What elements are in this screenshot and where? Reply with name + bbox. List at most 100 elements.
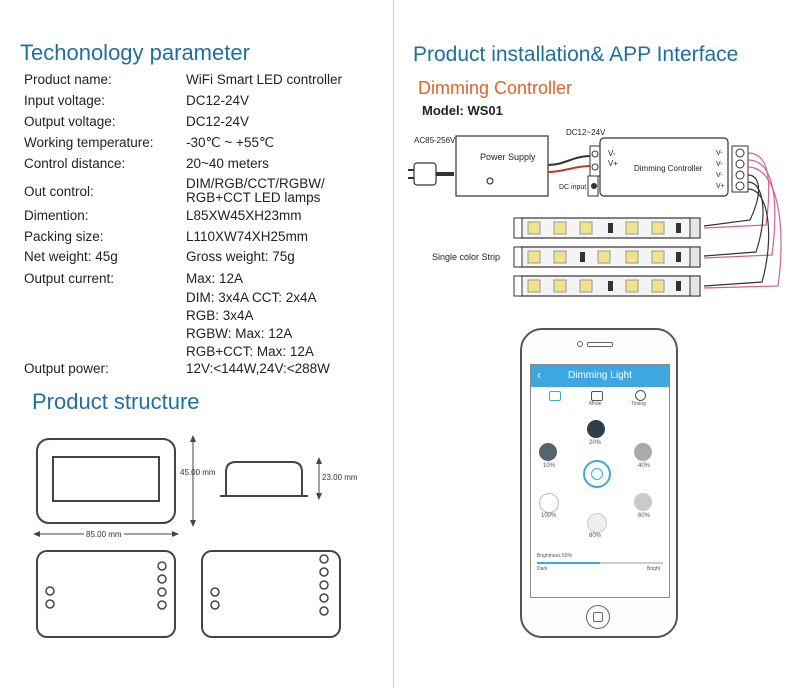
- spec-value-line: DIM/RGB/CCT/RGBW/: [186, 176, 325, 191]
- current-line: RGBW: Max: 12A: [186, 326, 293, 341]
- level-80-button[interactable]: [587, 513, 607, 533]
- app-header: ‹ Dimming Light: [531, 365, 669, 387]
- level-40-button[interactable]: [634, 443, 652, 461]
- spec-value: 20~40 meters: [186, 156, 269, 171]
- tab-timing[interactable]: Timing: [631, 401, 646, 407]
- wiring-diagram: [408, 135, 782, 297]
- spec-value: L110XW74XH25mm: [186, 229, 309, 244]
- spec-table: Product name: WiFi Smart LED controller I…: [24, 72, 384, 381]
- spec-value: -30℃ ~ +55℃: [186, 135, 275, 150]
- left-panel: Techonology parameter Product name: WiFi …: [0, 0, 393, 688]
- brightness-fill: [537, 562, 600, 564]
- phone-screen: ‹ Dimming Light Mode Timing 20% 10% 40% …: [530, 364, 670, 598]
- spec-value-line: RGB+CCT LED lamps: [186, 190, 321, 205]
- spec-value: Max: 12A: [186, 271, 244, 286]
- brightness-slider[interactable]: [537, 562, 663, 564]
- level-20-label: 20%: [589, 440, 602, 446]
- out-v-minus-label: V-: [716, 172, 723, 179]
- dimming-controller-box: [599, 137, 729, 197]
- dimming-controller-label: Dimming Controller: [634, 164, 703, 173]
- spec-value: DC12-24V: [186, 114, 250, 129]
- spec-row: Packing size: L110XW74XH25mm: [24, 229, 384, 249]
- spec-label: Working temperature:: [24, 135, 154, 150]
- level-10-label: 10%: [543, 463, 556, 469]
- install-title: Product installation& APP Interface: [413, 43, 739, 66]
- power-button[interactable]: [583, 460, 611, 488]
- current-line: RGB+CCT: Max: 12A: [186, 344, 314, 359]
- level-60-label: 60%: [638, 513, 651, 519]
- level-20-button[interactable]: [587, 420, 605, 438]
- level-100-label: 100%: [541, 513, 557, 519]
- v-plus-label: V+: [608, 159, 619, 168]
- led-strip: [513, 275, 701, 297]
- spec-value: 12V:<144W,24V:<288W: [186, 361, 330, 376]
- timing-tab-icon[interactable]: [635, 390, 646, 401]
- light-tab-icon[interactable]: [549, 391, 561, 401]
- spec-row: Output power: 12V:<144W,24V:<288W: [24, 361, 384, 381]
- controller-subtitle: Dimming Controller: [418, 78, 573, 98]
- speaker-icon: [587, 342, 613, 347]
- structure-title: Product structure: [32, 389, 200, 414]
- spec-row: DIM: 3x4A CCT: 2x4A RGB: 3x4A RGBW: Max:…: [24, 289, 384, 361]
- tab-mode[interactable]: Mode: [589, 401, 602, 407]
- spec-label: Out control:: [24, 183, 94, 199]
- out-v-minus-label: V-: [716, 150, 723, 157]
- camera-icon: [577, 341, 583, 347]
- height-dim-label: 45.00 mm: [180, 468, 216, 477]
- ac-plug: [413, 162, 437, 186]
- spec-row: Output current:Max: 12A: [24, 271, 384, 289]
- spec-label: Packing size:: [24, 229, 104, 244]
- spec-label: Output voltage:: [24, 114, 116, 129]
- module-end-view: [36, 550, 176, 638]
- brightness-label: Brightness 50%: [537, 553, 573, 559]
- front-view: [36, 438, 176, 524]
- spec-row: Dimention:L85XW45XH23mm: [24, 208, 384, 229]
- module-end-view-alt: [201, 550, 341, 638]
- app-title: Dimming Light: [568, 370, 632, 381]
- v-minus-label: V-: [608, 149, 616, 158]
- spec-row: Output voltage: DC12-24V: [24, 114, 384, 135]
- length-dim-label: 85.00 mm: [84, 530, 124, 539]
- spec-title: Techonology parameter: [20, 40, 250, 65]
- spec-row: Product name: WiFi Smart LED controller: [24, 72, 384, 93]
- spec-value: DIM: 3x4A CCT: 2x4A RGB: 3x4A RGBW: Max:…: [186, 289, 384, 361]
- dc-input-label: DC input: [559, 184, 587, 191]
- right-panel: Product installation& APP Interface Dimm…: [394, 0, 800, 688]
- level-10-button[interactable]: [539, 443, 557, 461]
- slider-min-label: Dark: [537, 566, 548, 572]
- spec-value: DIM/RGB/CCT/RGBW/RGB+CCT LED lamps: [186, 177, 384, 205]
- strip-label: Single color Strip: [432, 252, 501, 262]
- level-100-button[interactable]: [539, 493, 559, 513]
- power-supply-label: Power Supply: [480, 152, 536, 162]
- spec-label: Net weight: 45g: [24, 249, 118, 264]
- mode-tab-icon[interactable]: [591, 391, 603, 401]
- spec-label: Input voltage:: [24, 93, 106, 108]
- spec-label: Control distance:: [24, 156, 126, 171]
- structure-drawings: [33, 435, 341, 638]
- model-label: Model: WS01: [422, 103, 503, 118]
- out-v-plus-label: V+: [716, 183, 725, 190]
- home-button[interactable]: [586, 605, 610, 629]
- slider-max-label: Bright: [647, 566, 661, 572]
- level-60-button[interactable]: [634, 493, 652, 511]
- led-strip: [513, 217, 701, 239]
- level-80-label: 80%: [589, 533, 602, 539]
- spec-value: WiFi Smart LED controller: [186, 72, 343, 87]
- spec-row: Working temperature: -30℃ ~ +55℃: [24, 135, 384, 156]
- power-supply-box: [455, 135, 549, 197]
- phone-frame: ‹ Dimming Light Mode Timing 20% 10% 40% …: [520, 328, 678, 638]
- spec-label: Output power:: [24, 361, 109, 376]
- thickness-dim-label: 23.00 mm: [322, 473, 358, 482]
- spec-label: Product name:: [24, 72, 112, 87]
- spec-row: Control distance: 20~40 meters: [24, 156, 384, 174]
- page-divider: [393, 0, 394, 688]
- led-strip: [513, 246, 701, 268]
- spec-row: Out control: DIM/RGB/CCT/RGBW/RGB+CCT LED…: [24, 174, 384, 208]
- spec-value: L85XW45XH23mm: [186, 208, 302, 223]
- power-icon: [591, 468, 603, 480]
- home-icon: [593, 612, 603, 622]
- spec-value: DC12-24V: [186, 93, 250, 108]
- side-view: [225, 461, 303, 497]
- back-icon[interactable]: ‹: [537, 368, 541, 382]
